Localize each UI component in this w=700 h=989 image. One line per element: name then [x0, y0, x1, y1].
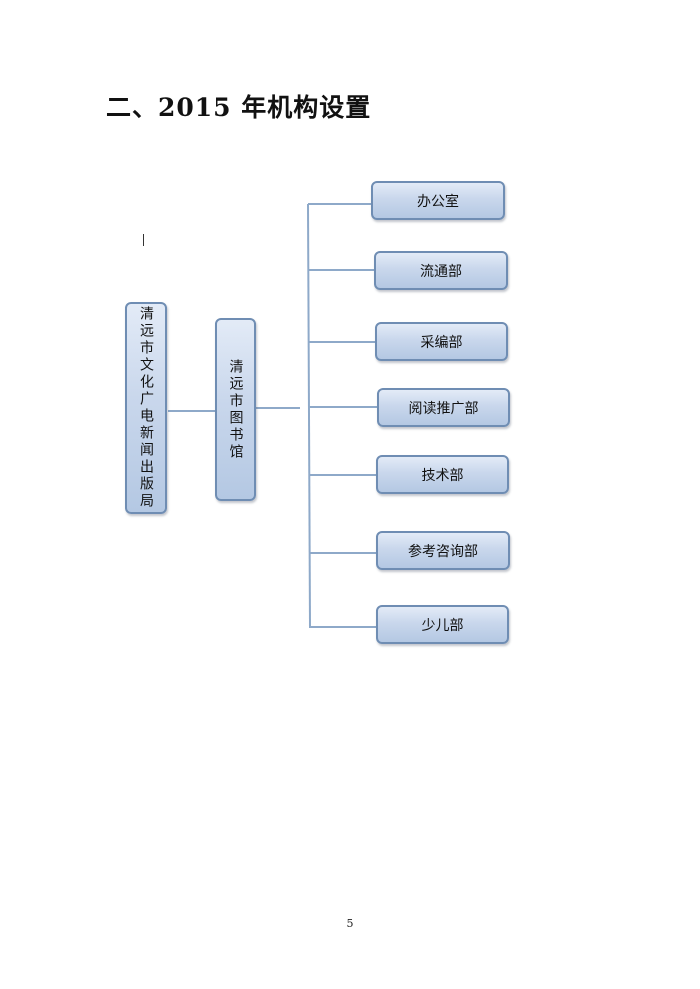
node-culture-bureau: 清远市文化广电新闻出版局: [125, 302, 167, 514]
text-cursor-mark: [143, 234, 144, 246]
node-dept-office: 办公室: [371, 181, 505, 220]
connector-trunk-vertical: [307, 203, 311, 629]
node-dept-children: 少儿部: [376, 605, 509, 644]
node-dept-technology: 技术部: [376, 455, 509, 494]
node-dept-cataloging: 采编部: [375, 322, 508, 361]
node-dept-circulation: 流通部: [374, 251, 508, 290]
page-number: 5: [346, 917, 354, 930]
node-dept-reading-promotion: 阅读推广部: [377, 388, 510, 427]
section-heading: 二、2015 年机构设置: [106, 93, 372, 122]
node-dept-reference: 参考咨询部: [376, 531, 510, 570]
node-city-library: 清远市图书馆: [215, 318, 256, 501]
